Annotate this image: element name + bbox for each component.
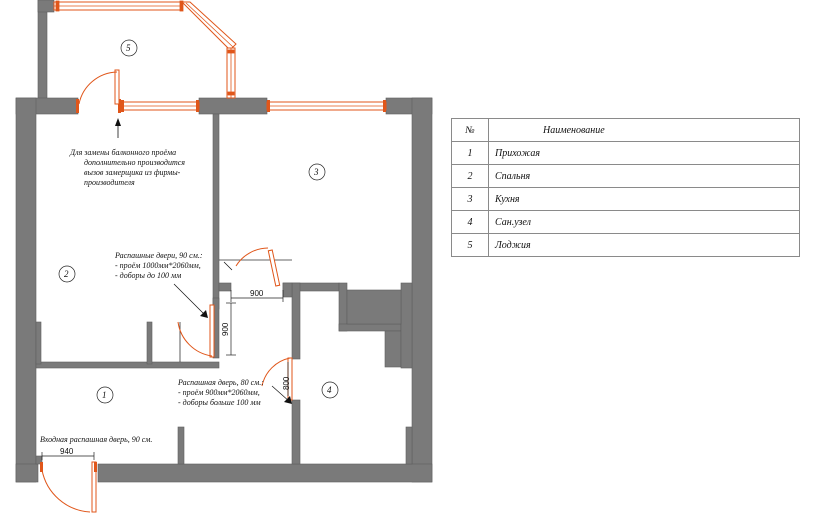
note-bedroom-door-line2: - проём 1000мм*2060мм,	[115, 261, 201, 270]
room-marker-2	[58, 265, 76, 283]
note-balcony-line1: Для замены балконного проёма	[69, 148, 176, 157]
doors	[40, 69, 293, 513]
note-balcony-line4: производителя	[84, 178, 135, 187]
note-bedroom-door-line1: Распашные двери, 90 см.:	[114, 251, 203, 260]
dim-940: 940	[60, 447, 74, 456]
legend-row: 2 Спальня	[451, 164, 800, 188]
legend-row-name: Сан.узел	[488, 210, 800, 234]
room-number-4: 4	[327, 385, 332, 395]
legend-row: 1 Прихожая	[451, 141, 800, 165]
legend-row: 3 Кухня	[451, 187, 800, 211]
bathroom-door-swing	[261, 357, 291, 387]
legend-row-num: 3	[451, 187, 489, 211]
legend-row-name: Прихожая	[488, 141, 800, 165]
notes: Для замены балконного проёма дополнитель…	[40, 148, 264, 444]
kitchen-door-leaf	[267, 249, 281, 287]
legend-col-name: Наименование	[488, 118, 800, 142]
legend-row-name: Кухня	[488, 187, 800, 211]
legend-row-name: Лоджия	[488, 233, 800, 257]
legend-row: 5 Лоджия	[451, 233, 800, 257]
room-marker-5	[120, 39, 138, 57]
dim-900-horizontal: 900	[250, 289, 264, 298]
room-marker-4	[321, 381, 339, 399]
dim-800: 800	[282, 376, 291, 390]
loggia-windows	[53, 0, 237, 99]
room-markers: 5 3 2 1 4	[58, 39, 339, 404]
room-number-3: 3	[313, 167, 319, 177]
arrow-up-icon	[115, 118, 121, 126]
legend-row-num: 5	[451, 233, 489, 257]
room-marker-3	[308, 163, 326, 181]
note-bath-door-line3: - доборы больше 100 мм	[178, 398, 261, 407]
balcony-door-swing	[78, 71, 118, 105]
entrance-door-swing	[41, 469, 91, 513]
room-legend-table: № Наименование 1 Прихожая 2 Спальня 3 Ку…	[451, 118, 800, 257]
arrow-bedroom-icon	[200, 310, 208, 318]
balcony-door-leaf	[114, 69, 120, 105]
main-windows	[76, 99, 387, 113]
note-bath-door-line1: Распашная дверь, 80 см.:	[177, 378, 264, 387]
bedroom-door-swing	[177, 321, 213, 357]
room-number-1: 1	[102, 390, 107, 400]
legend-header-row: № Наименование	[451, 118, 800, 142]
legend-row: 4 Сан.узел	[451, 210, 800, 234]
legend-col-num: №	[451, 118, 489, 142]
dim-900-vertical: 900	[221, 322, 230, 336]
legend-row-name: Спальня	[488, 164, 800, 188]
walls	[15, 0, 433, 483]
arrows	[115, 118, 292, 404]
dimensions: 900 900 800 940	[41, 289, 291, 460]
note-bath-door-line2: - проём 900мм*2060мм,	[178, 388, 260, 397]
note-bedroom-door-line3: - доборы до 100 мм	[115, 271, 181, 280]
kitchen-door-swing	[235, 247, 269, 267]
room-number-2: 2	[64, 269, 69, 279]
note-entrance: Входная распашная дверь, 90 см.	[40, 435, 152, 444]
room-marker-1	[96, 386, 114, 404]
room-number-5: 5	[126, 43, 131, 53]
bedroom-door-leaf	[209, 304, 215, 358]
note-balcony-line3: вызов замерщика из фирмы-	[84, 168, 181, 177]
legend-row-num: 1	[451, 141, 489, 165]
legend-row-num: 2	[451, 164, 489, 188]
legend-row-num: 4	[451, 210, 489, 234]
arrow-bath-icon	[284, 396, 292, 404]
note-balcony-line2: дополнительно производится	[84, 158, 185, 167]
